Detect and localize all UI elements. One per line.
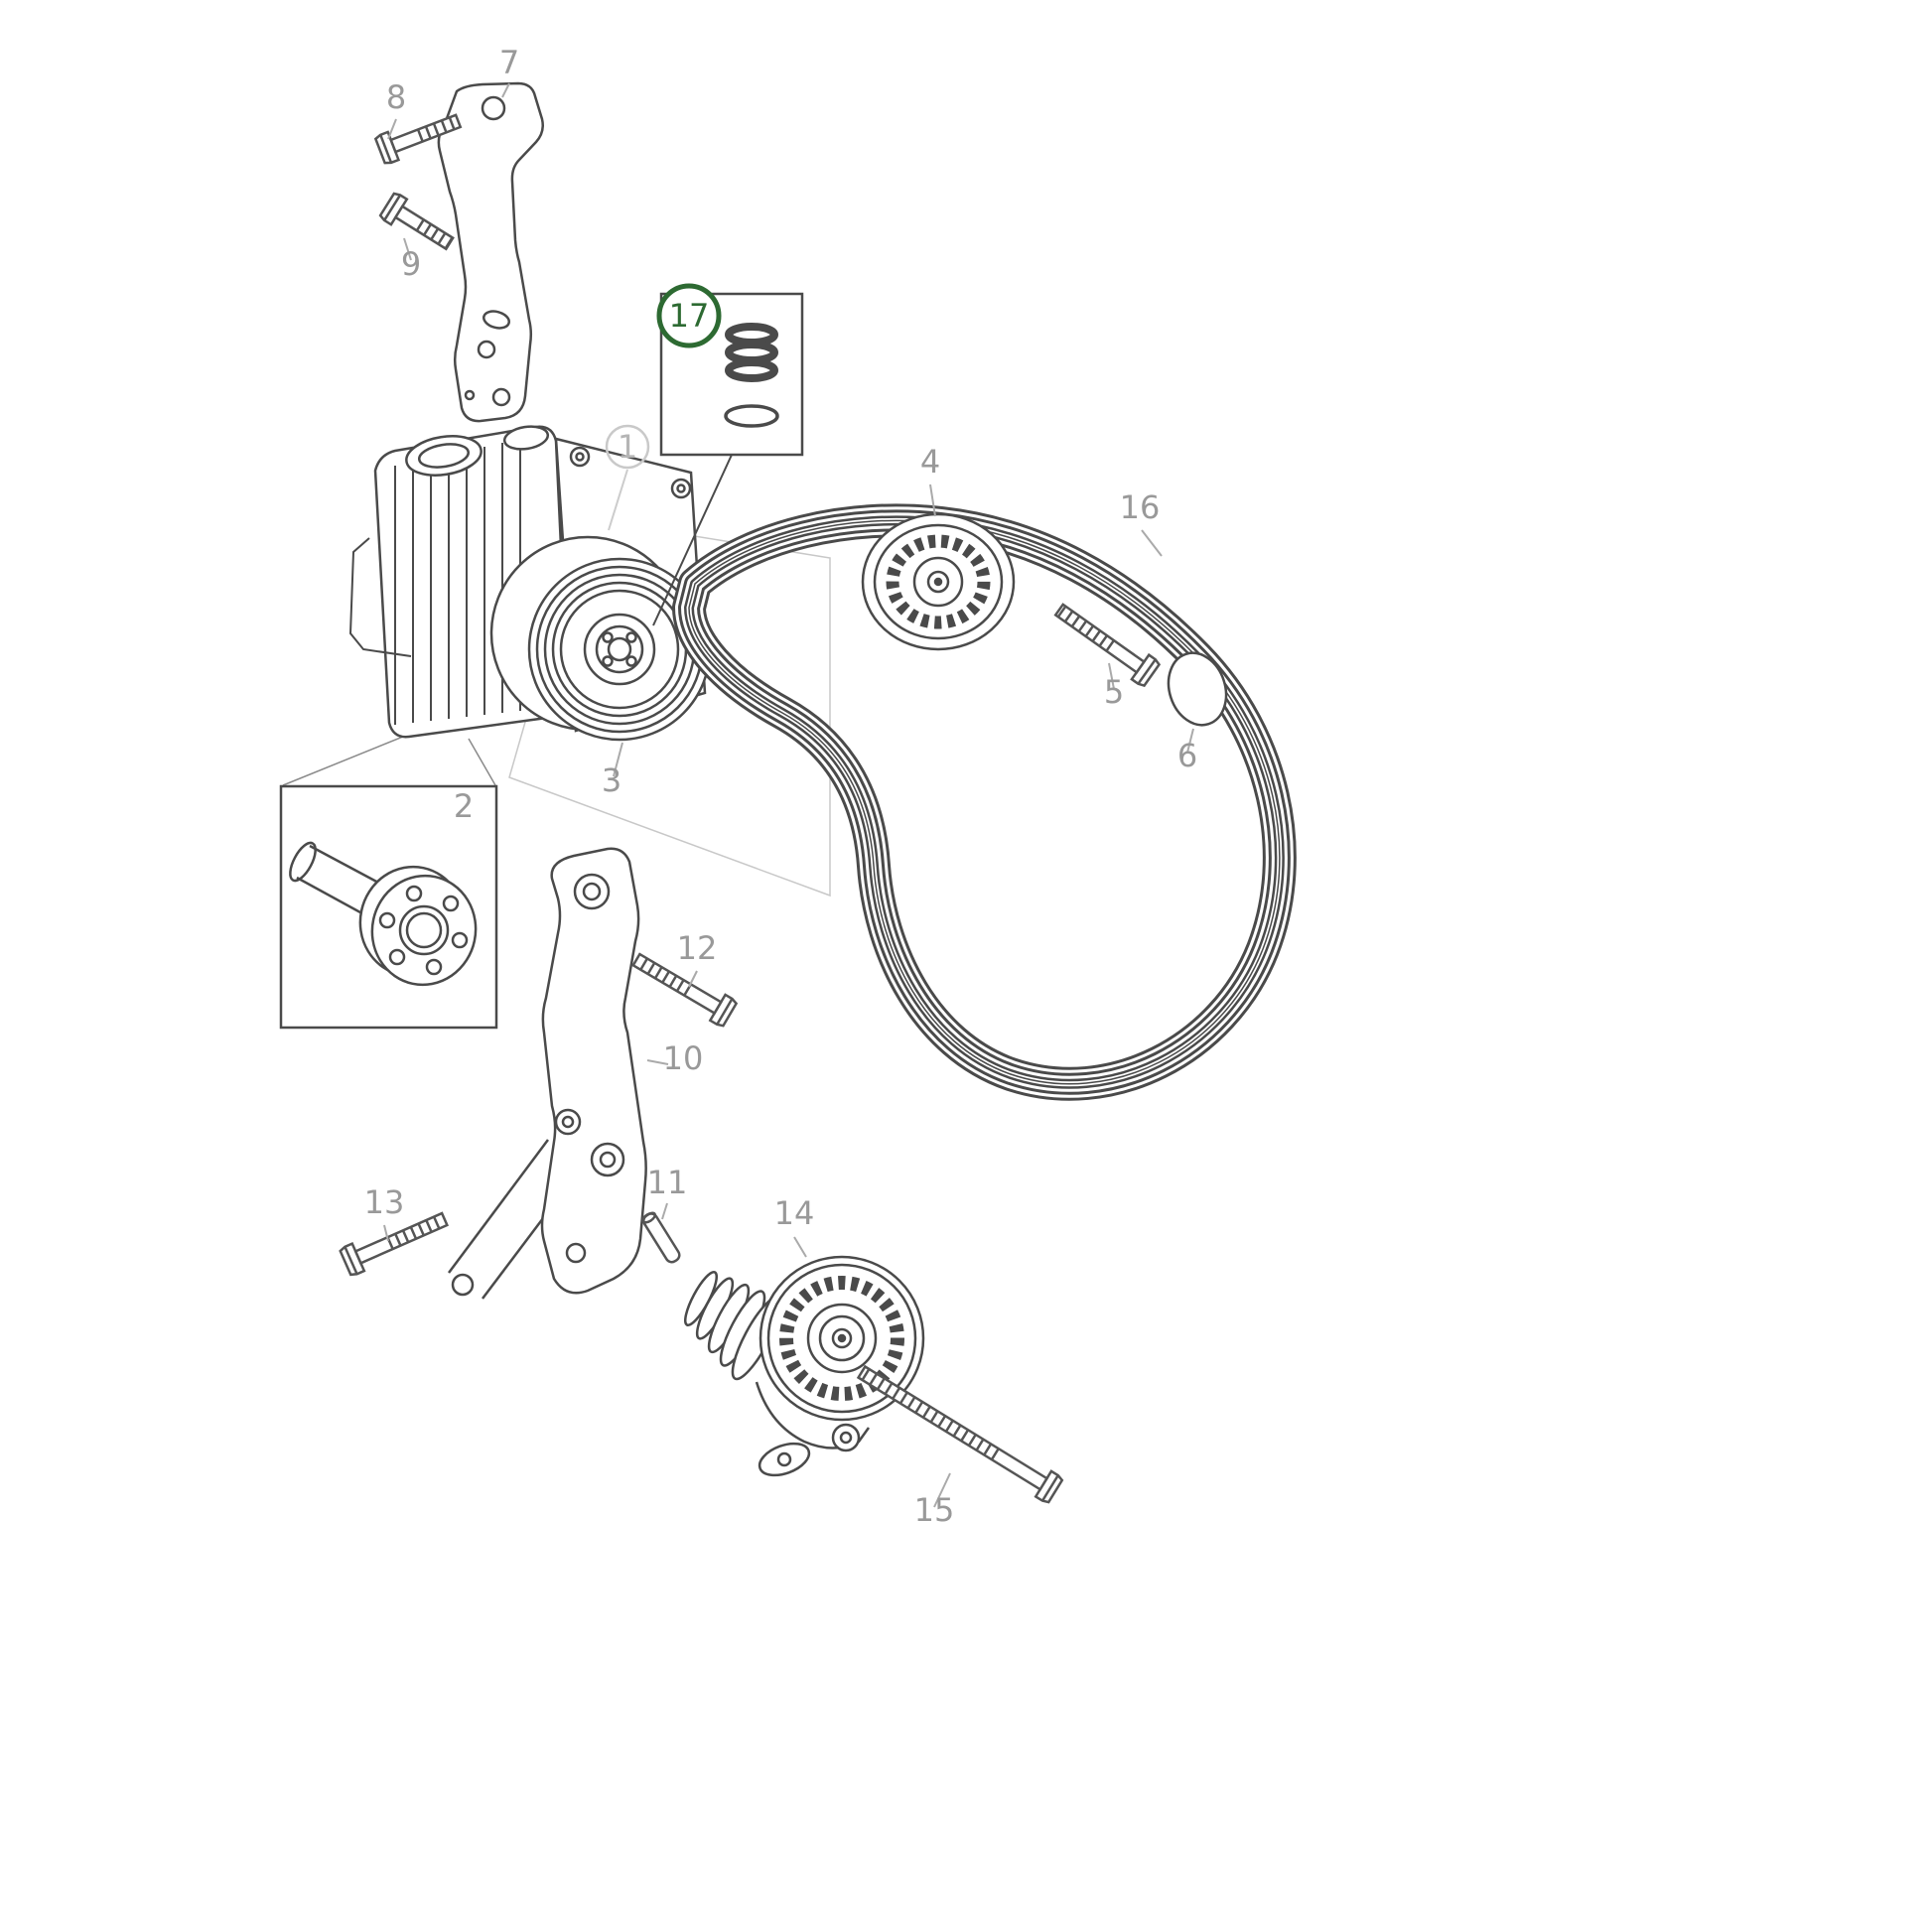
bracket-slot bbox=[483, 310, 510, 330]
oring-stack bbox=[724, 323, 779, 428]
part-label-12[interactable]: 12 bbox=[677, 929, 718, 967]
belt-tensioner bbox=[683, 1255, 925, 1477]
bracket-hole bbox=[464, 389, 476, 401]
part-label-3[interactable]: 3 bbox=[602, 761, 621, 799]
bracket-hole bbox=[491, 387, 511, 407]
part-label-9[interactable]: 9 bbox=[401, 245, 421, 283]
part-label-2[interactable]: 2 bbox=[454, 787, 474, 825]
part-labels: 1 2 3 4 5 6 7 8 9 10 11 12 13 14 15 16 1… bbox=[364, 44, 1198, 1529]
part-label-4[interactable]: 4 bbox=[920, 443, 940, 481]
bolt-shaft bbox=[631, 952, 723, 1016]
wire-clip bbox=[348, 537, 412, 657]
bolt-threads bbox=[1056, 605, 1115, 652]
bracket-hole bbox=[481, 95, 506, 121]
upper-bracket bbox=[437, 81, 544, 423]
discharge-port bbox=[502, 425, 550, 451]
part-label-10[interactable]: 10 bbox=[663, 1039, 704, 1077]
bolt-5 bbox=[1053, 603, 1162, 688]
bolt-shaft bbox=[353, 1211, 450, 1265]
coupling-flange bbox=[358, 865, 478, 987]
bolt-threads bbox=[634, 955, 692, 997]
dowel-pin bbox=[641, 1211, 681, 1264]
part-label-7[interactable]: 7 bbox=[499, 44, 519, 81]
part-label-1[interactable]: 1 bbox=[618, 428, 637, 466]
bolt-shaft bbox=[393, 205, 455, 251]
bolt-15 bbox=[856, 1364, 1064, 1504]
bolt-9 bbox=[378, 192, 455, 251]
bolt-threads bbox=[416, 114, 461, 143]
idler-pulley bbox=[861, 512, 1016, 651]
part-label-8[interactable]: 8 bbox=[386, 78, 406, 116]
bolt-threads bbox=[415, 218, 454, 249]
part-label-6[interactable]: 6 bbox=[1177, 737, 1197, 774]
compressor-assembly bbox=[348, 425, 712, 742]
bolt-13 bbox=[339, 1211, 450, 1277]
bolt-12 bbox=[631, 952, 739, 1028]
coupling-detail-box bbox=[279, 784, 498, 1030]
idler-pulley-teeth bbox=[886, 534, 991, 629]
bolt-threads bbox=[386, 1213, 446, 1250]
part-1-circle[interactable] bbox=[605, 424, 650, 470]
part-label-17-highlighted[interactable]: 17 bbox=[669, 297, 710, 335]
tensioner-pulley-teeth bbox=[779, 1276, 904, 1401]
cap-seal bbox=[1167, 651, 1228, 727]
suction-port-bore bbox=[417, 443, 471, 469]
part-label-5[interactable]: 5 bbox=[1104, 673, 1124, 711]
part-label-13[interactable]: 13 bbox=[364, 1183, 405, 1221]
part-label-16[interactable]: 16 bbox=[1120, 488, 1161, 526]
bolt-shaft bbox=[1053, 603, 1147, 674]
lower-bracket bbox=[447, 847, 647, 1300]
part-17-highlight-circle[interactable] bbox=[656, 283, 722, 348]
part-label-14[interactable]: 14 bbox=[774, 1194, 815, 1232]
bolt-shaft bbox=[856, 1364, 1049, 1491]
callout-leader-17 bbox=[652, 454, 733, 626]
detail-callout-lines bbox=[282, 723, 496, 786]
bracket-hole bbox=[477, 340, 496, 359]
thin-oring bbox=[724, 404, 779, 428]
bolt-8 bbox=[373, 113, 463, 165]
part-label-15[interactable]: 15 bbox=[914, 1491, 955, 1529]
leader-lines bbox=[383, 82, 1194, 1508]
part-label-11[interactable]: 11 bbox=[647, 1164, 688, 1201]
